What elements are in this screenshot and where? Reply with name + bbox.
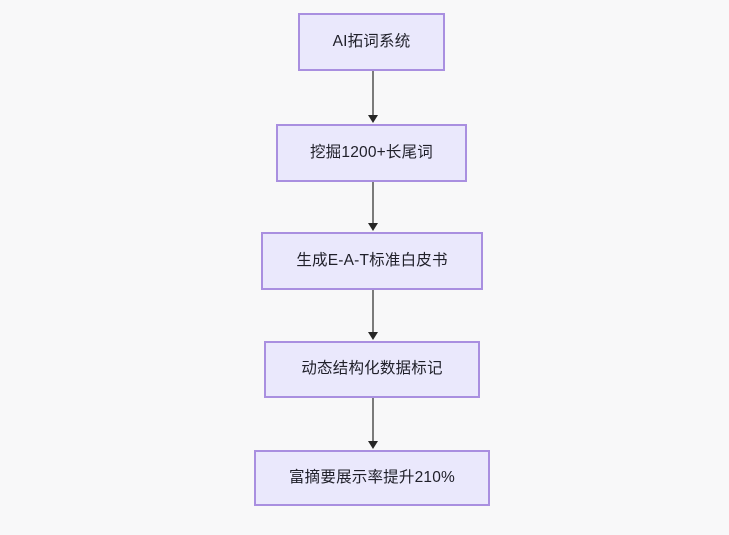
arrow-line (372, 398, 375, 442)
flowchart-node-dynamic-structured-data-markup[interactable]: 动态结构化数据标记 (264, 341, 480, 398)
arrow-head-icon (367, 332, 378, 340)
node-label: 动态结构化数据标记 (301, 360, 443, 378)
arrow-head-icon (367, 223, 378, 231)
flowchart-arrow-node2-to-node3 (364, 290, 382, 341)
arrow-line (372, 182, 375, 224)
arrow-line (372, 71, 375, 116)
arrow-head-icon (367, 441, 378, 449)
node-label: 富摘要展示率提升210% (288, 468, 456, 486)
flowchart-arrow-node1-to-node2 (364, 182, 382, 232)
arrow-head-icon (367, 115, 378, 123)
flowchart-node-mine-longtail-keywords[interactable]: 挖掘1200+长尾词 (276, 124, 467, 182)
node-label: AI拓词系统 (332, 32, 411, 50)
flowchart-node-rich-snippet-impression-uplift[interactable]: 富摘要展示率提升210% (254, 450, 490, 506)
flowchart-arrow-node0-to-node1 (364, 71, 382, 124)
flowchart-node-generate-eat-whitepaper[interactable]: 生成E-A-T标准白皮书 (261, 232, 483, 290)
flowchart-node-ai-keyword-system[interactable]: AI拓词系统 (298, 13, 445, 71)
arrow-line (372, 290, 375, 333)
flowchart-arrow-node3-to-node4 (364, 398, 382, 450)
node-label: 挖掘1200+长尾词 (309, 143, 434, 161)
node-label: 生成E-A-T标准白皮书 (296, 251, 448, 269)
